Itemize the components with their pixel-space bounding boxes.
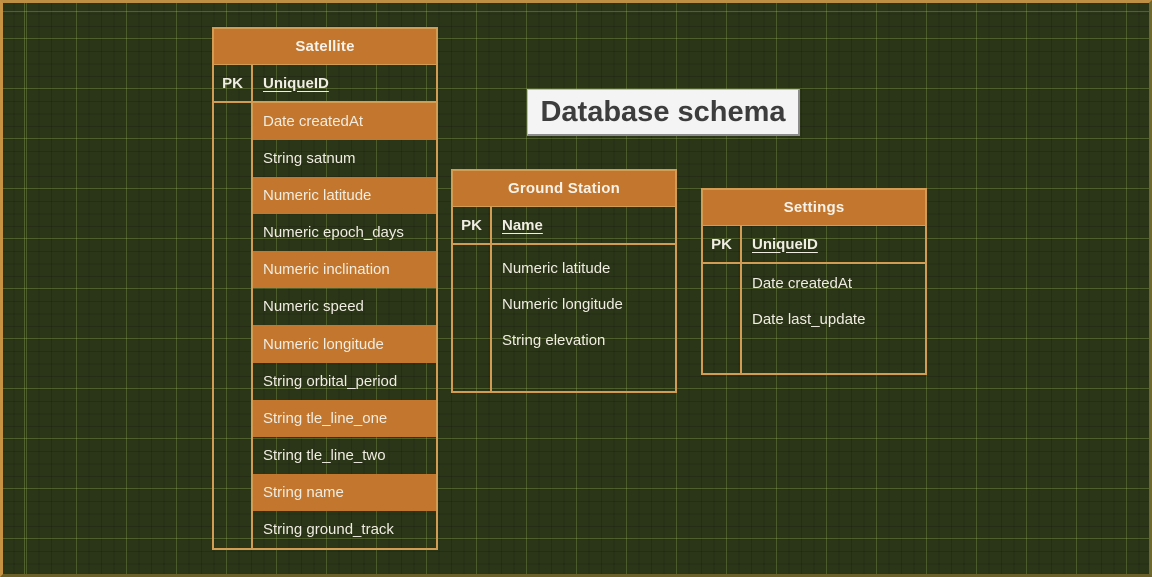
field-row: Date last_update xyxy=(752,310,866,328)
field-row: Numeric speed xyxy=(263,298,364,316)
diagram-title: Database schema xyxy=(527,89,800,136)
table-title-ground-station: Ground Station xyxy=(453,171,675,207)
key-column xyxy=(453,245,492,391)
field-row: Numeric epoch_days xyxy=(263,224,404,242)
field-row: String orbital_period xyxy=(263,372,398,390)
pk-row: PK Name xyxy=(453,207,675,245)
field-rows: Numeric latitude Numeric longitude Strin… xyxy=(492,245,675,391)
field-row: Date createdAt xyxy=(253,103,436,141)
field-row: String satnum xyxy=(263,150,356,168)
pk-label: PK xyxy=(703,226,742,262)
pk-row: PK UniqueID xyxy=(703,226,925,264)
field-row: String ground_track xyxy=(263,520,394,538)
pk-label: PK xyxy=(214,65,253,101)
table-body: Date createdAt Date last_update xyxy=(703,264,925,373)
entity-table-satellite: Satellite PK UniqueID Date createdAt Str… xyxy=(212,27,438,550)
pk-label: PK xyxy=(453,207,492,243)
pk-field-name: UniqueID xyxy=(752,235,818,253)
field-row: String tle_line_two xyxy=(263,446,386,464)
field-row: String tle_line_one xyxy=(253,399,436,437)
field-row: Numeric inclination xyxy=(253,251,436,289)
table-body: Date createdAt String satnum Numeric lat… xyxy=(214,103,436,548)
field-row: String elevation xyxy=(502,331,606,349)
table-title-settings: Settings xyxy=(703,190,925,226)
field-row: Numeric longitude xyxy=(502,295,623,313)
table-title-satellite: Satellite xyxy=(214,29,436,65)
pk-row: PK UniqueID xyxy=(214,65,436,103)
entity-table-ground-station: Ground Station PK Name Numeric latitude … xyxy=(451,169,677,393)
key-column xyxy=(214,103,253,548)
field-row: Numeric latitude xyxy=(502,259,611,277)
field-row: String name xyxy=(253,473,436,511)
field-row: Numeric longitude xyxy=(253,325,436,363)
field-rows: Date createdAt String satnum Numeric lat… xyxy=(253,103,436,548)
pk-field-name: Name xyxy=(502,216,543,234)
pk-field-name: UniqueID xyxy=(263,74,329,92)
table-body: Numeric latitude Numeric longitude Strin… xyxy=(453,245,675,391)
entity-table-settings: Settings PK UniqueID Date createdAt Date… xyxy=(701,188,927,375)
field-row: Numeric latitude xyxy=(253,177,436,215)
key-column xyxy=(703,264,742,373)
field-row: Date createdAt xyxy=(752,274,853,292)
field-rows: Date createdAt Date last_update xyxy=(742,264,925,373)
